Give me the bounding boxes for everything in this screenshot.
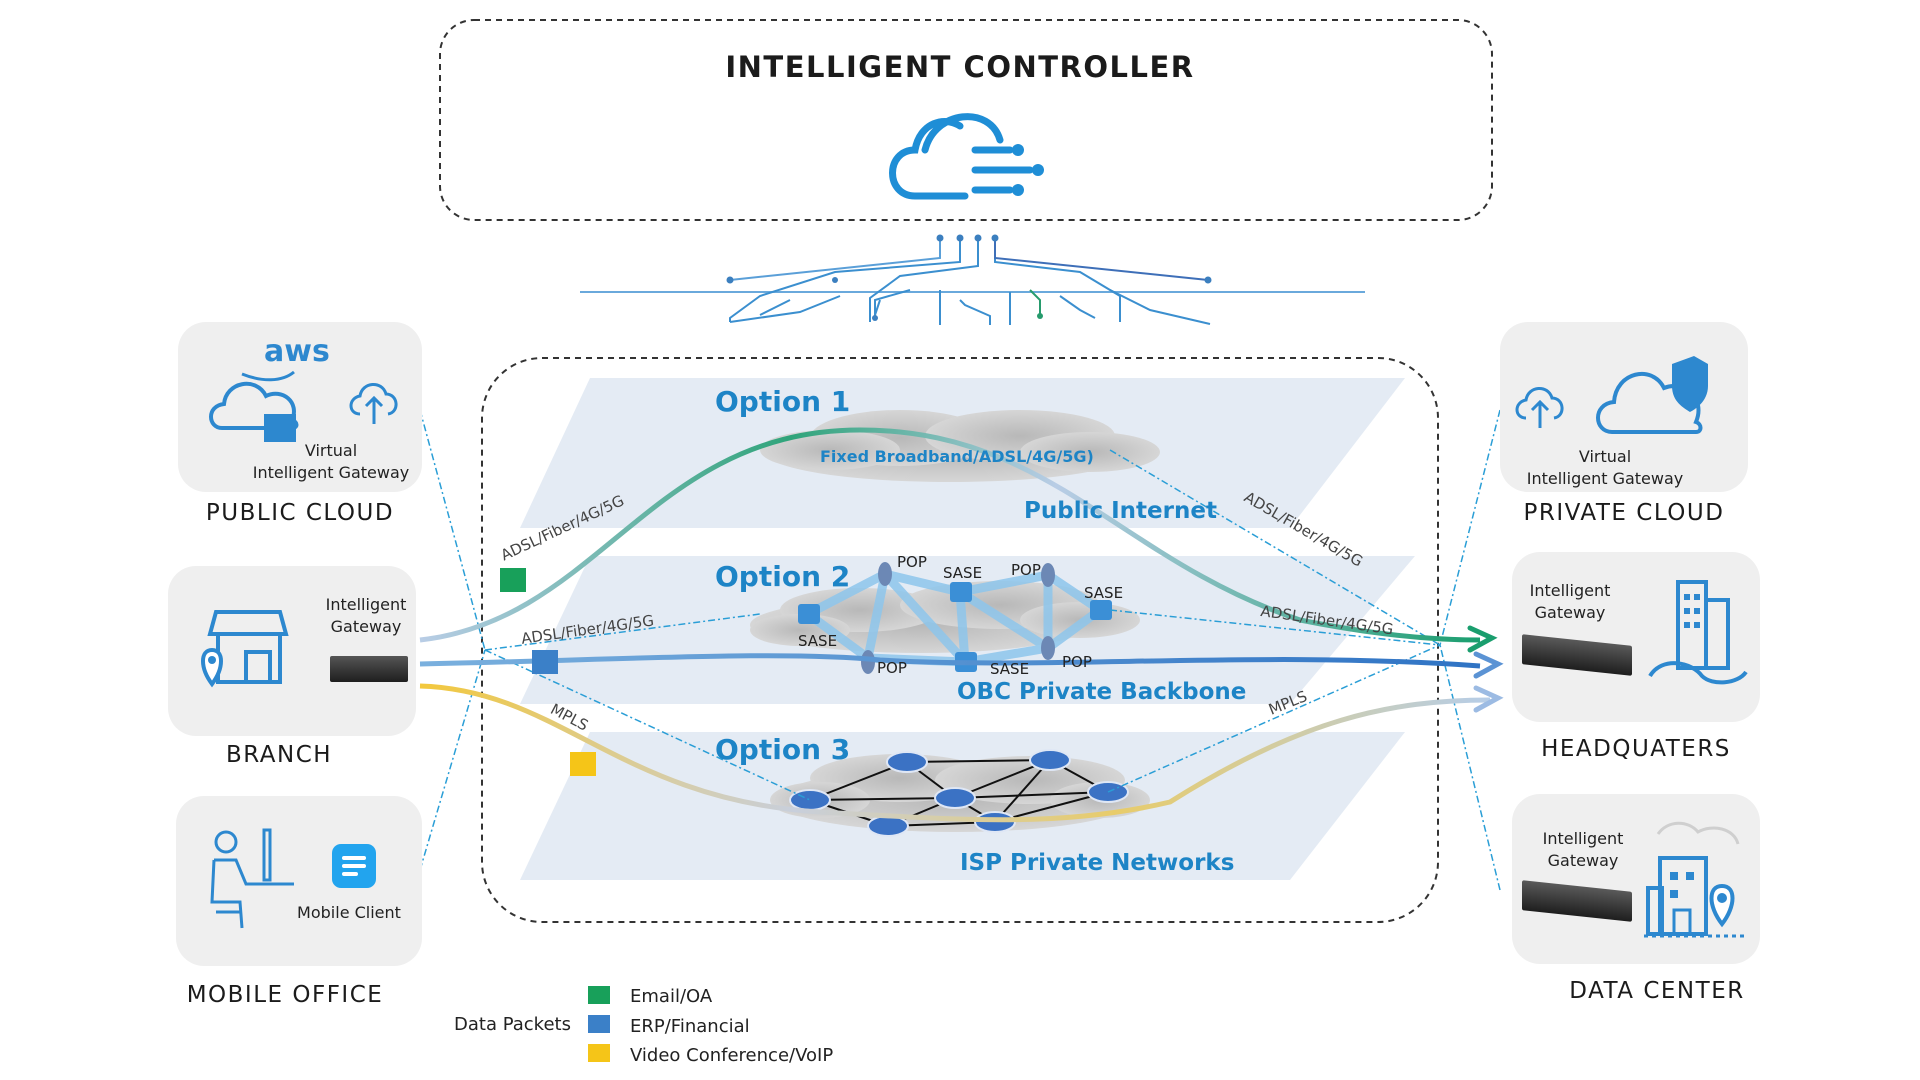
hq-building-icon bbox=[1648, 580, 1748, 685]
backbone-nodes bbox=[798, 562, 1112, 674]
private-cloud-shield-icon bbox=[1596, 356, 1708, 434]
isp-networks-label: ISP Private Networks bbox=[960, 850, 1235, 876]
legend-title: Data Packets bbox=[454, 1014, 571, 1035]
sase-tag: SASE bbox=[798, 632, 838, 650]
branch-gateway-label: Intelligent Gateway bbox=[325, 595, 407, 636]
option-2-label: Option 2 bbox=[715, 560, 851, 593]
flow-email bbox=[419, 427, 1481, 643]
headquarters-card[interactable]: Intelligent Gateway bbox=[1512, 552, 1760, 722]
obc-backbone-label: OBC Private Backbone bbox=[957, 679, 1247, 705]
legend-label-erp: ERP/Financial bbox=[630, 1016, 750, 1037]
hq-gateway-label: Intelligent Gateway bbox=[1529, 581, 1611, 622]
pop-tag: POP bbox=[1062, 653, 1092, 671]
flow-video bbox=[419, 683, 1491, 823]
legend-label-video: Video Conference/VoIP bbox=[630, 1045, 834, 1066]
internet-cloud-label: Fixed Broadband/ADSL/4G/5G) bbox=[820, 447, 1094, 466]
option-3-label: Option 3 bbox=[715, 733, 851, 766]
dc-gateway-label: Intelligent Gateway bbox=[1542, 829, 1624, 870]
dc-building-icon bbox=[1644, 821, 1748, 938]
controller-title: INTELLIGENT CONTROLLER bbox=[725, 50, 1195, 84]
data-center-card[interactable]: Intelligent Gateway bbox=[1512, 794, 1760, 964]
mobile-office-card[interactable]: Mobile Client bbox=[176, 796, 422, 966]
flow-erp bbox=[419, 653, 1481, 669]
legend-swatch-erp bbox=[588, 1015, 610, 1033]
pop-tag: POP bbox=[897, 553, 927, 571]
aws-logo: aws bbox=[264, 334, 330, 369]
options-frame bbox=[481, 357, 1439, 923]
pop-tag: POP bbox=[1011, 561, 1041, 579]
controller-cloud-icon bbox=[889, 113, 1034, 200]
headquarters-title: HEADQUATERS bbox=[1541, 736, 1731, 762]
private-cloud-title: PRIVATE CLOUD bbox=[1523, 500, 1725, 526]
legend-swatch-email bbox=[588, 986, 610, 1004]
flow-arrowheads bbox=[1467, 625, 1504, 713]
dashed-links bbox=[419, 409, 1501, 891]
option-1-label: Option 1 bbox=[715, 385, 851, 418]
mobile-client-app-icon bbox=[332, 844, 376, 888]
sase-tag: SASE bbox=[943, 564, 983, 582]
packet-yellow bbox=[570, 752, 596, 776]
data-center-title: DATA CENTER bbox=[1569, 978, 1745, 1004]
private-virtual-gateway-icon bbox=[1515, 387, 1564, 428]
packet-blue bbox=[532, 650, 558, 674]
packet-green bbox=[500, 568, 526, 592]
private-cloud-card[interactable]: Virtual Intelligent Gateway bbox=[1500, 322, 1748, 492]
legend-label-email: Email/OA bbox=[630, 986, 713, 1007]
sase-tag: SASE bbox=[990, 660, 1030, 678]
public-internet-label: Public Internet bbox=[1024, 498, 1217, 524]
isp-routers bbox=[789, 749, 1129, 837]
mobile-office-person-icon bbox=[210, 828, 294, 929]
legend-swatch-video bbox=[588, 1044, 610, 1062]
hq-gateway-device-icon bbox=[1522, 634, 1632, 676]
dc-gateway-device-icon bbox=[1522, 880, 1632, 922]
circuit-tree bbox=[580, 240, 1365, 325]
mobile-office-title: MOBILE OFFICE bbox=[186, 982, 384, 1008]
private-virtual-gateway-label: Virtual Intelligent Gateway bbox=[1526, 447, 1684, 488]
public-cloud-icon bbox=[209, 370, 299, 442]
branch-store-icon bbox=[201, 610, 289, 688]
mobile-client-label: Mobile Client bbox=[297, 903, 401, 922]
pop-tag: POP bbox=[877, 659, 907, 677]
sase-tag: SASE bbox=[1084, 584, 1124, 602]
internet-cloud bbox=[760, 410, 1160, 482]
branch-gateway-device-icon bbox=[330, 656, 408, 682]
public-cloud-title: PUBLIC CLOUD bbox=[205, 500, 395, 526]
controller-frame bbox=[439, 19, 1493, 221]
branch-title: BRANCH bbox=[225, 742, 333, 768]
branch-card[interactable]: Intelligent Gateway bbox=[168, 566, 416, 736]
virtual-gateway-label: Virtual Intelligent Gateway bbox=[252, 441, 410, 482]
public-cloud-card[interactable]: aws Virtual Intelligent Gateway bbox=[178, 322, 422, 492]
virtual-gateway-icon bbox=[349, 383, 398, 424]
